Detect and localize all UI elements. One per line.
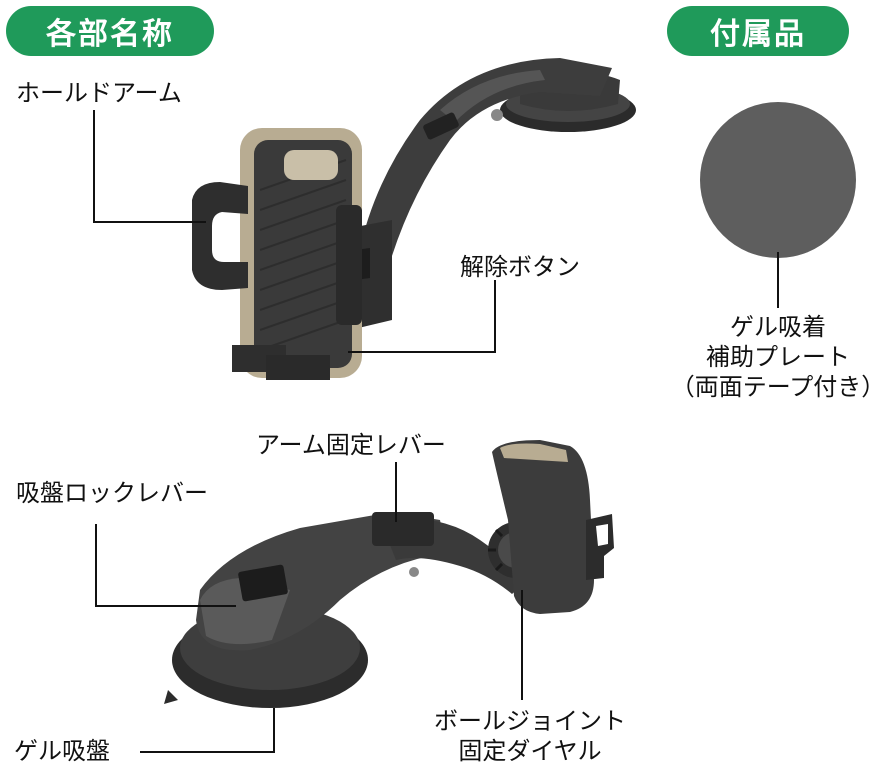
release-button-label: 解除ボタン — [460, 252, 580, 282]
ball-joint-label: ボールジョイント 固定ダイヤル — [420, 706, 640, 766]
arm-lock-lever-label: アーム固定レバー — [256, 430, 446, 460]
hold-arm-label: ホールドアーム — [16, 78, 182, 108]
parts-names-badge: 各部名称 — [6, 6, 214, 56]
parts-names-title: 各部名称 — [46, 9, 174, 53]
top-mount-illustration — [192, 58, 636, 380]
gel-plate-disc — [700, 102, 856, 258]
ball-joint-label-line2: 固定ダイヤル — [420, 736, 640, 766]
gel-plate-label: ゲル吸着 補助プレート （両面テープ付き） — [668, 312, 888, 402]
accessories-title: 付属品 — [710, 9, 806, 53]
accessories-badge: 付属品 — [667, 6, 849, 56]
gel-plate-label-line1: ゲル吸着 — [668, 312, 888, 342]
ball-joint-label-line1: ボールジョイント — [420, 706, 640, 736]
bottom-mount-illustration — [164, 440, 614, 708]
gel-plate-label-line2: 補助プレート — [668, 342, 888, 372]
gel-plate-label-line3: （両面テープ付き） — [668, 372, 888, 402]
gel-suction-label: ゲル吸盤 — [14, 736, 110, 766]
suction-lock-lever-label: 吸盤ロックレバー — [16, 478, 208, 508]
